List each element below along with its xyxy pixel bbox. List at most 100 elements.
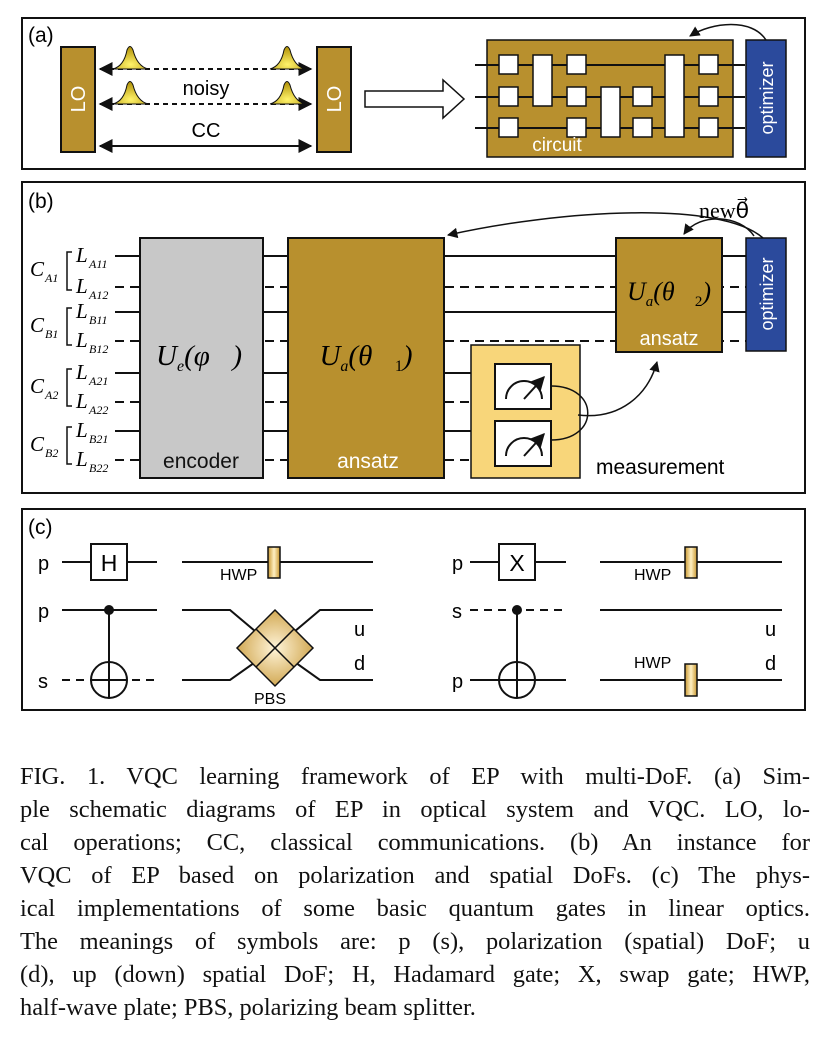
svg-text:A2: A2 bbox=[44, 388, 58, 402]
lo-left-label: LO bbox=[68, 86, 90, 113]
figure-caption: FIG. 1. VQC learning framework of EP wit… bbox=[20, 760, 810, 1024]
panel-c: (c) p H HWP p s PBS u d bbox=[21, 508, 806, 711]
cnot-left-gate bbox=[90, 605, 128, 699]
svg-text:L: L bbox=[75, 243, 88, 267]
ansatz-1-formula: Ua(θ⃗1) bbox=[319, 340, 412, 375]
classical-link bbox=[550, 385, 589, 441]
caption-line: VQC of EP based on polarization and spat… bbox=[20, 862, 810, 889]
cnot-left-s-label: s bbox=[38, 671, 48, 693]
group-a2: C A2 L A21 L A22 bbox=[30, 360, 108, 417]
svg-text:A1: A1 bbox=[44, 271, 58, 285]
encoder-box bbox=[139, 237, 264, 479]
svg-text:B22: B22 bbox=[89, 461, 108, 475]
svg-text:C: C bbox=[30, 257, 45, 281]
svg-text:L: L bbox=[75, 389, 88, 413]
swap-gate-label: X bbox=[509, 550, 524, 576]
ansatz-2-box bbox=[615, 237, 723, 353]
hadamard-gate-label: H bbox=[101, 550, 118, 576]
caption-line: cal operations; CC, classical communicat… bbox=[20, 829, 810, 856]
panel-a: (a) LO LO noisy CC bbox=[21, 17, 806, 170]
svg-text:B11: B11 bbox=[89, 313, 107, 327]
ansatz-1-box bbox=[287, 237, 445, 479]
svg-text:L: L bbox=[75, 328, 88, 352]
u-label-2: u bbox=[765, 619, 776, 641]
svg-text:A12: A12 bbox=[88, 288, 108, 302]
cnot-right-gate bbox=[498, 605, 536, 699]
feedback-arrow-to-ansatz-1 bbox=[446, 212, 764, 239]
meter-icon bbox=[494, 363, 552, 410]
cnot-right-s-label: s bbox=[452, 601, 462, 623]
panel-c-label: (c) bbox=[28, 516, 53, 539]
hwp-2 bbox=[684, 546, 698, 579]
pbs-label: PBS bbox=[254, 691, 286, 708]
group-a1: C A1 L A11 L A12 bbox=[30, 243, 108, 302]
svg-text:C: C bbox=[30, 374, 45, 398]
svg-text:L: L bbox=[75, 447, 88, 471]
x-row-p-label: p bbox=[452, 553, 463, 575]
hwp-1 bbox=[267, 546, 281, 579]
measurement-label: measurement bbox=[596, 456, 725, 479]
group-labels: C A1 L A11 L A12 C B1 L B11 L B12 C A2 bbox=[30, 243, 108, 475]
caption-line: FIG. 1. VQC learning framework of EP wit… bbox=[20, 763, 810, 790]
svg-text:L: L bbox=[75, 299, 88, 323]
svg-text:A11: A11 bbox=[88, 257, 107, 271]
svg-text:B1: B1 bbox=[45, 327, 58, 341]
group-b2: C B2 L B21 L B22 bbox=[30, 418, 108, 475]
ansatz-2-formula: Ua(θ⃗2) bbox=[627, 277, 711, 310]
caption-line: The meanings of symbols are: p (s), pola… bbox=[20, 928, 810, 955]
noisy-label: noisy bbox=[183, 78, 230, 100]
hwp-3 bbox=[684, 663, 698, 697]
u-label-1: u bbox=[354, 619, 365, 641]
cnot-left-p-label: p bbox=[38, 601, 49, 623]
panel-a-label: (a) bbox=[28, 24, 54, 47]
svg-text:B12: B12 bbox=[89, 342, 108, 356]
pbs-cube bbox=[235, 608, 315, 688]
optimizer-label-a: optimizer bbox=[757, 61, 777, 134]
hwp-3-label: HWP bbox=[634, 655, 671, 672]
transform-arrow-icon bbox=[364, 78, 466, 120]
hwp-2-label: HWP bbox=[634, 567, 671, 584]
circuit-gates bbox=[498, 54, 719, 138]
lo-right-label: LO bbox=[324, 86, 346, 113]
swap-gate bbox=[498, 543, 536, 581]
caption-line: ple schematic diagrams of EP in optical … bbox=[20, 796, 810, 823]
svg-text:A21: A21 bbox=[88, 374, 108, 388]
svg-text:B21: B21 bbox=[89, 432, 108, 446]
svg-text:B2: B2 bbox=[45, 446, 58, 460]
new-theta-label: newθ⃗ bbox=[699, 197, 749, 223]
caption-line: (d), up (down) spatial DoF; H, Hadamard … bbox=[20, 961, 810, 988]
svg-text:L: L bbox=[75, 418, 88, 442]
caption-line: half-wave plate; PBS, polarizing beam sp… bbox=[20, 994, 476, 1021]
optimizer-box-b bbox=[745, 237, 787, 352]
feedback-arrow-a bbox=[689, 23, 767, 41]
group-b1: C B1 L B11 L B12 bbox=[30, 299, 108, 356]
circuit-label: circuit bbox=[532, 135, 582, 156]
ansatz-2-label: ansatz bbox=[640, 328, 699, 350]
encoder-label: encoder bbox=[163, 450, 239, 473]
caption-line: ical implementations of some basic quant… bbox=[20, 895, 810, 922]
photon-peak-icon bbox=[112, 46, 306, 105]
ansatz-1-label: ansatz bbox=[337, 450, 399, 473]
cnot-right-p-label: p bbox=[452, 671, 463, 693]
panel-b-label: (b) bbox=[28, 190, 54, 213]
hadamard-gate bbox=[90, 543, 128, 581]
lo-left-box bbox=[60, 46, 96, 153]
svg-text:L: L bbox=[75, 360, 88, 384]
panel-b: (b) C A1 L A11 L A bbox=[21, 181, 806, 494]
optimizer-label-b: optimizer bbox=[757, 257, 777, 330]
feedback-arrow-to-ansatz-2 bbox=[683, 218, 755, 237]
figure-1: (a) LO LO noisy CC bbox=[21, 17, 806, 711]
encoder-formula: Ue(φ⃗) bbox=[156, 340, 242, 375]
meter-icon bbox=[494, 420, 552, 467]
lo-right-box bbox=[316, 46, 352, 153]
svg-text:C: C bbox=[30, 313, 45, 337]
d-label-2: d bbox=[765, 653, 776, 675]
svg-text:C: C bbox=[30, 432, 45, 456]
svg-text:L: L bbox=[75, 274, 88, 298]
measurement-to-ansatz-arrow bbox=[577, 360, 660, 417]
d-label-1: d bbox=[354, 653, 365, 675]
hwp-1-label: HWP bbox=[220, 567, 257, 584]
svg-text:A22: A22 bbox=[88, 403, 108, 417]
optimizer-box-a bbox=[745, 39, 787, 158]
cc-label: CC bbox=[192, 120, 221, 142]
